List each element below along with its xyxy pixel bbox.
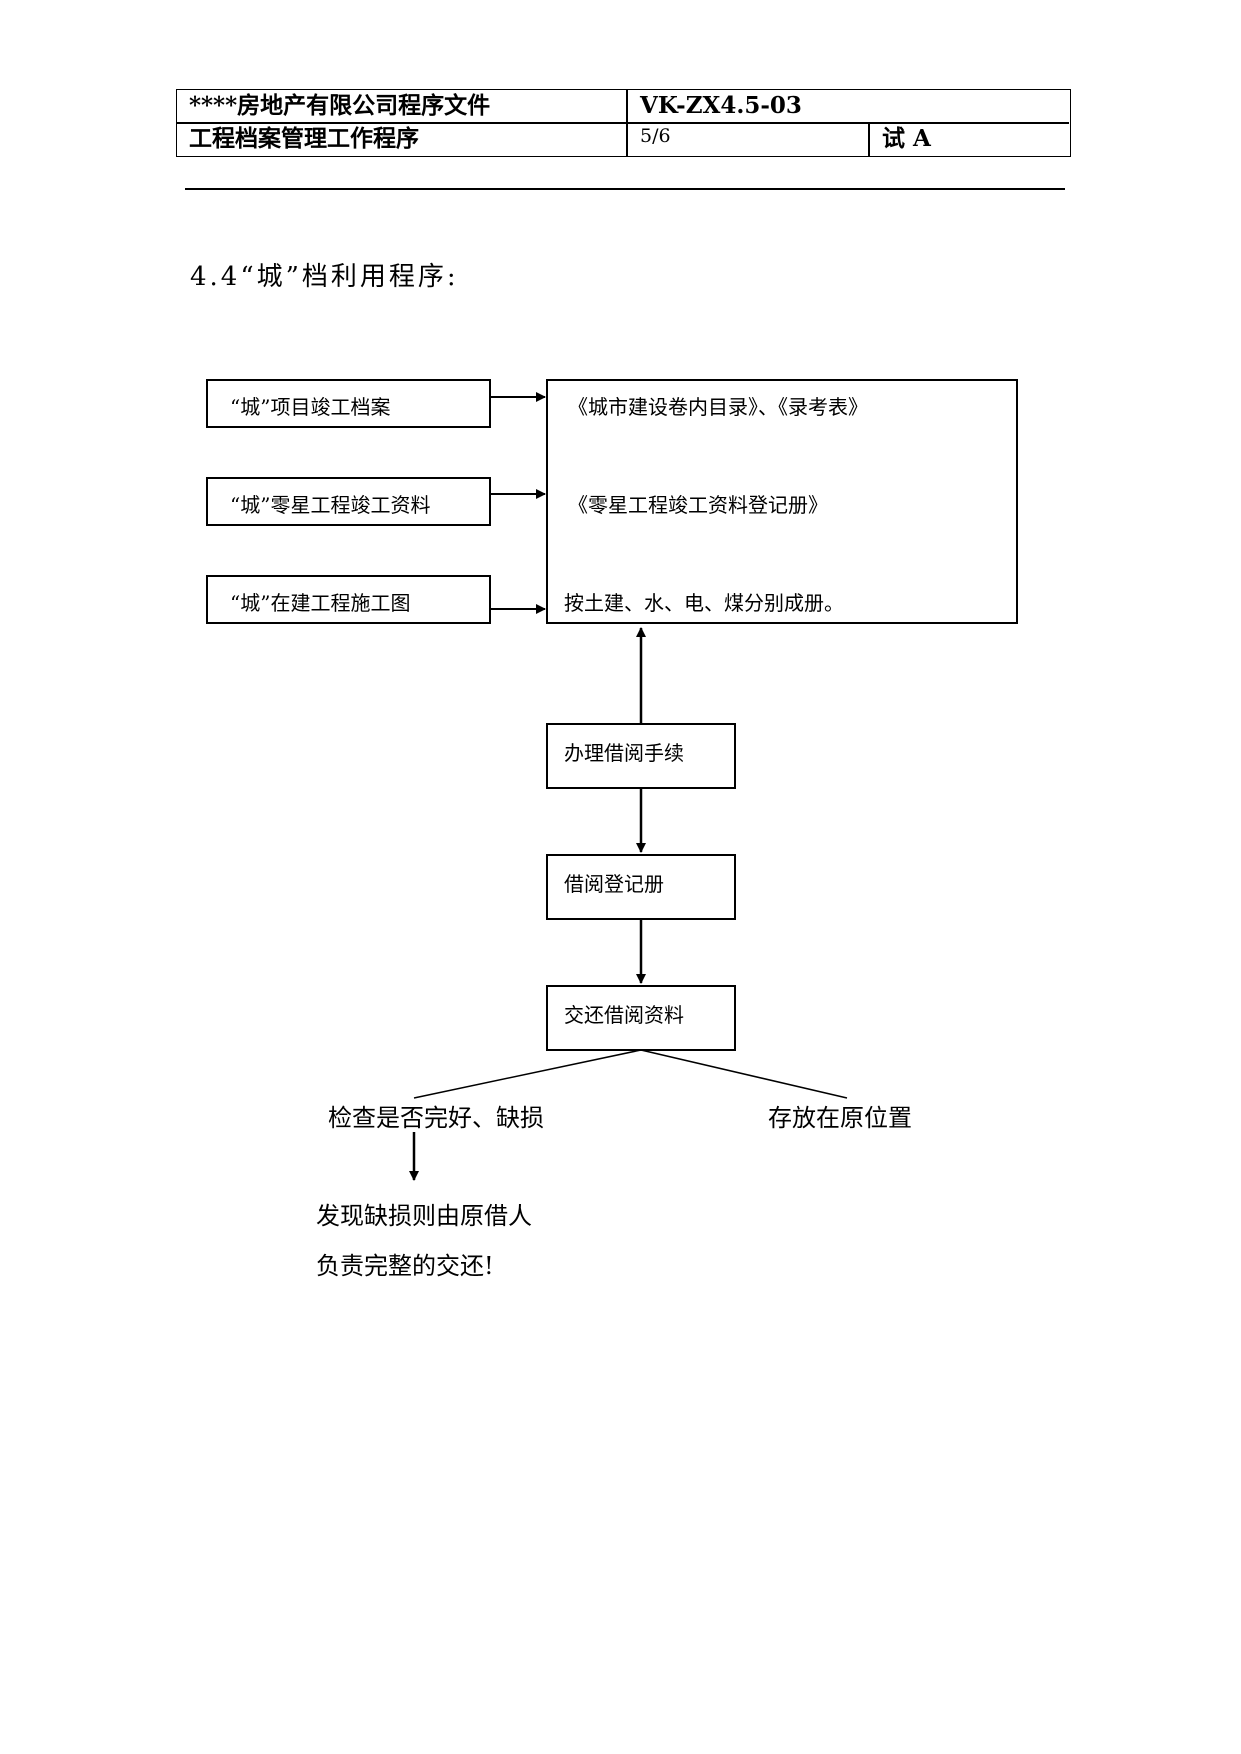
section-title: 4.4“城”档利用程序: xyxy=(190,262,459,292)
input-label: “城”项目竣工档案 xyxy=(230,395,391,419)
header-divider xyxy=(177,122,1069,124)
register-line: 按土建、水、电、煤分别成册。 xyxy=(564,591,844,615)
result-line: 发现缺损则由原借人 xyxy=(316,1202,532,1230)
version-label: 试 A xyxy=(882,125,931,152)
step-label: 办理借阅手续 xyxy=(564,741,684,765)
result-line: 负责完整的交还! xyxy=(316,1252,494,1280)
doc-code: VK-ZX4.5-03 xyxy=(640,92,802,119)
header-divider xyxy=(868,123,870,156)
step-label: 交还借阅资料 xyxy=(564,1003,684,1027)
header-table: ****房地产有限公司程序文件 VK-ZX4.5-03 工程档案管理工作程序 5… xyxy=(176,89,1071,157)
register-line: 《城市建设卷内目录》、《录考表》 xyxy=(568,395,868,419)
register-box: 《城市建设卷内目录》、《录考表》 《零星工程竣工资料登记册》 按土建、水、电、煤… xyxy=(546,379,1018,624)
input-box-project-archive: “城”项目竣工档案 xyxy=(206,379,491,428)
doc-title: 工程档案管理工作程序 xyxy=(189,125,419,152)
page-number: 5/6 xyxy=(640,125,671,147)
header-rule xyxy=(185,188,1065,190)
step-borrow-procedure: 办理借阅手续 xyxy=(546,723,736,789)
register-line: 《零星工程竣工资料登记册》 xyxy=(568,493,828,517)
store-in-place: 存放在原位置 xyxy=(768,1104,912,1132)
step-return-materials: 交还借阅资料 xyxy=(546,985,736,1051)
branch-store xyxy=(640,1049,848,1099)
company-doc-label: ****房地产有限公司程序文件 xyxy=(189,92,491,119)
branch-check xyxy=(413,1049,642,1099)
input-label: “城”在建工程施工图 xyxy=(230,591,411,615)
check-condition: 检查是否完好、缺损 xyxy=(328,1104,544,1132)
step-borrow-log: 借阅登记册 xyxy=(546,854,736,920)
input-box-construction-drawings: “城”在建工程施工图 xyxy=(206,575,491,624)
step-label: 借阅登记册 xyxy=(564,872,664,896)
input-box-minor-works: “城”零星工程竣工资料 xyxy=(206,477,491,526)
input-label: “城”零星工程竣工资料 xyxy=(230,493,431,517)
